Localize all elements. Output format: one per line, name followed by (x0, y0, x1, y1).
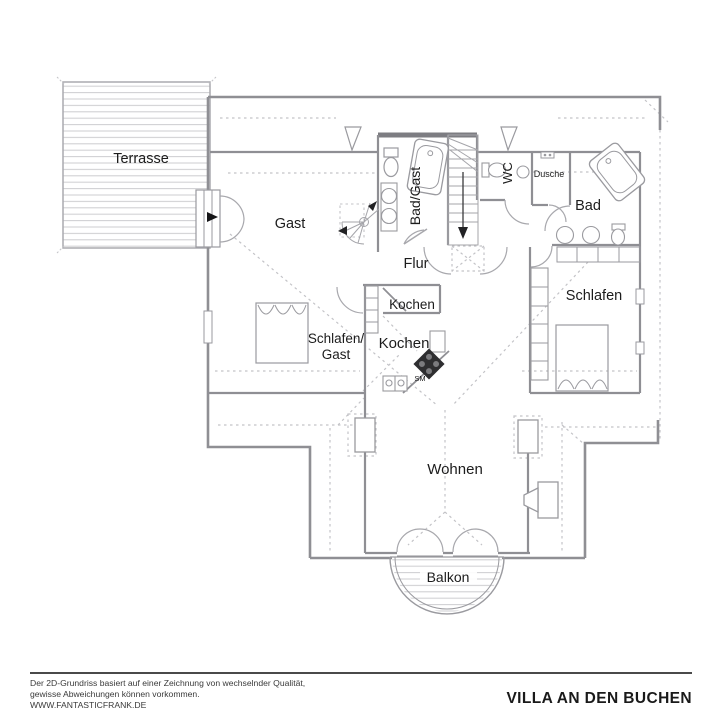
room-label-bad-gast: Bad/Gast (407, 167, 423, 225)
fireplace-icon (523, 481, 559, 519)
stove-icon (413, 348, 445, 380)
wc-basin-icon (516, 165, 530, 179)
footer-website: WWW.FANTASTICFRANK.DE (30, 700, 147, 710)
stove-label: SM (414, 374, 425, 383)
disclaimer-line-1: Der 2D-Grundriss basiert auf einer Zeich… (30, 678, 306, 688)
terrace-hatch (62, 81, 211, 249)
room-label-wc: WC (500, 162, 515, 184)
room-label-kochen-nook: Kochen (389, 297, 435, 312)
terrace-door (195, 189, 245, 248)
footer-divider (30, 672, 692, 674)
terrace-area (56, 76, 217, 254)
room-label-balkon: Balkon (427, 569, 470, 585)
balcony (389, 556, 505, 615)
room-label-terrasse: Terrasse (113, 151, 169, 167)
disclaimer-line-2: gewisse Abweichungen können vorkommen. (30, 689, 200, 699)
room-label-flur: Flur (404, 256, 429, 272)
bed-icon (255, 302, 309, 364)
room-label-kochen: Kochen (379, 335, 430, 352)
terrace-corner-ticks (56, 76, 217, 254)
skylight-icon (451, 245, 485, 272)
wardrobe-icon (530, 267, 549, 381)
project-title: VILLA AN DEN BUCHEN (506, 690, 692, 707)
spiral-stair-icon (338, 201, 380, 245)
door-swings (336, 199, 571, 553)
wc-toilet-icon (481, 162, 530, 179)
shower-icon (540, 151, 555, 159)
chimney-icon (344, 126, 518, 152)
double-sink-icon (380, 182, 398, 232)
vanity-counter (556, 246, 641, 263)
room-label-schlafen-gast-2: Gast (322, 347, 351, 362)
staircase-icon (447, 134, 479, 246)
room-label-wohnen: Wohnen (427, 461, 483, 478)
wall-piers (354, 417, 539, 454)
room-label-gast: Gast (275, 216, 306, 232)
room-label-bad: Bad (575, 198, 601, 214)
kitchen-sink-icon (382, 375, 408, 392)
bed-icon (555, 324, 609, 392)
bathtub-icon (588, 142, 646, 202)
room-label-schlafen-gast-1: Schlafen/ (308, 331, 365, 346)
footer-disclaimer: Der 2D-Grundriss basiert auf einer Zeich… (30, 678, 305, 711)
outer-walls (206, 95, 662, 560)
roof-dashed-lines (215, 99, 669, 552)
room-label-schlafen: Schlafen (566, 288, 622, 304)
bathtub-icon (406, 138, 449, 196)
window-icon (203, 288, 645, 355)
toilet-icon (383, 147, 399, 178)
entry-arrow-icon (207, 212, 218, 222)
room-label-dusche: Dusche (534, 169, 565, 179)
kitchen-cabinet (364, 285, 446, 353)
bath-sinks-icon (555, 223, 626, 246)
